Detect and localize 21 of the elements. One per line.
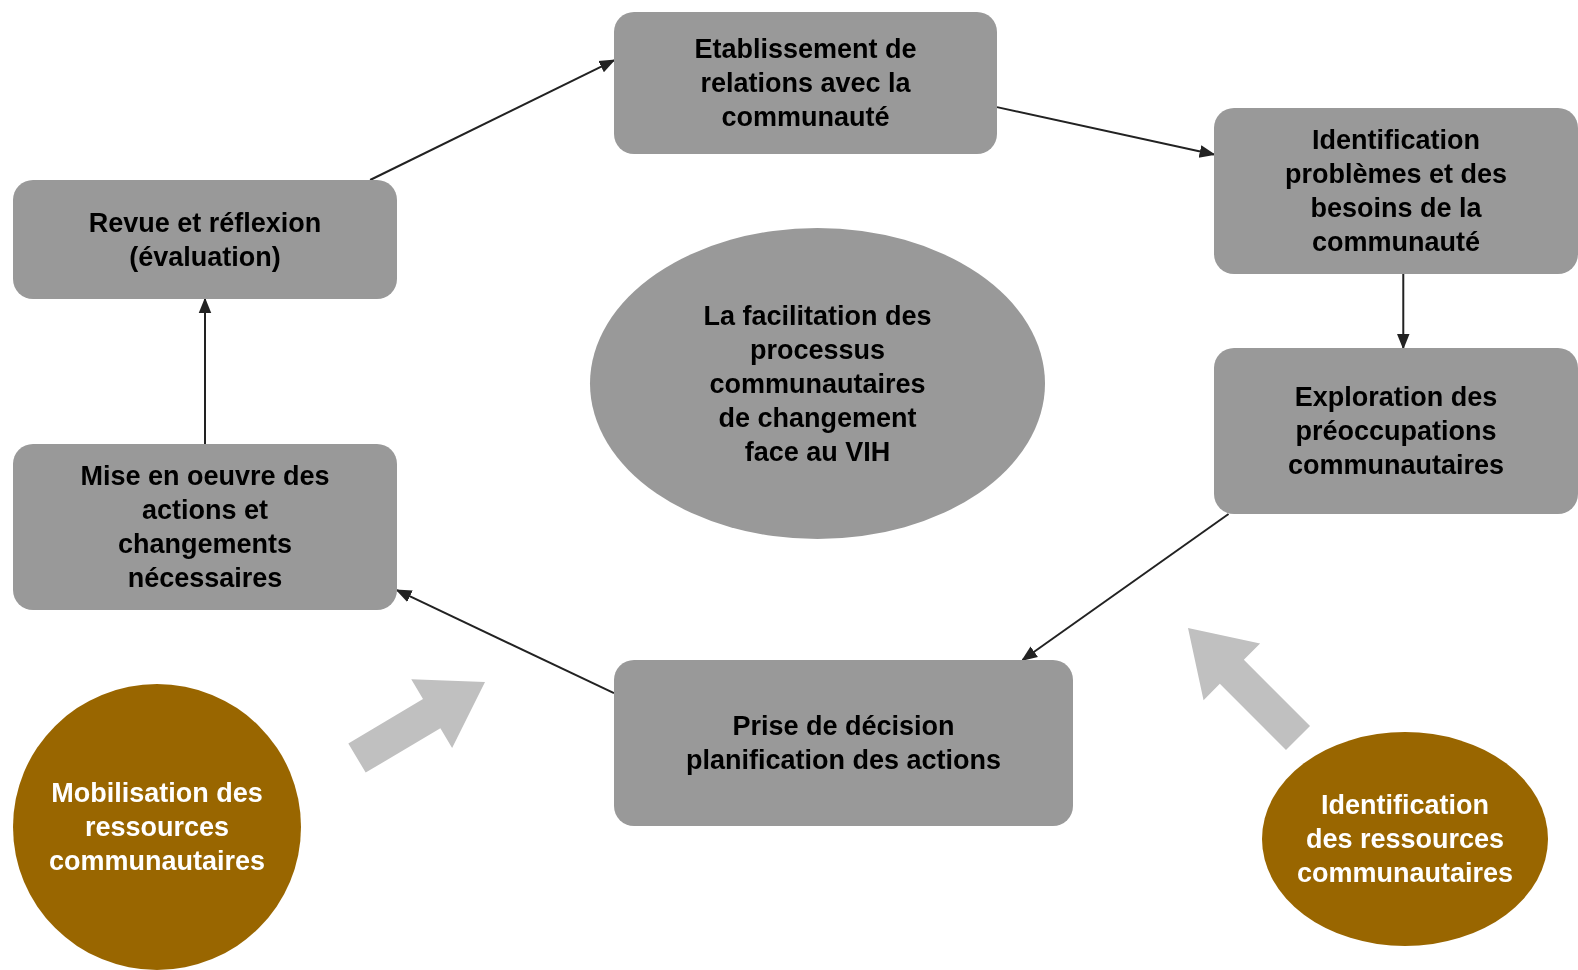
process-box [614,660,1073,826]
process-box [1214,108,1578,274]
node-label: Exploration des préoccupations communautaires [1286,381,1506,482]
arrow [1396,273,1410,350]
node-label: Identification des ressources communautaires [1296,789,1514,890]
process-box [13,444,397,610]
arrow [395,589,615,695]
arrow [1021,513,1230,661]
node-label: Revue et réflexion (évaluation) [87,206,323,274]
node-label: Mise en oeuvre des actions et changements nécessaires [79,460,331,595]
node-label: Prise de décision planification des actions [684,710,1003,777]
node-label: La facilitation des processus communautaires de changement face au VIH [702,299,933,469]
arrow [198,297,212,445]
node-label: Etablissement de relations avec la communauté [693,33,918,134]
node-label: Mobilisation des ressources communautaires [47,777,267,878]
process-box [614,12,997,154]
process-box [1214,348,1578,514]
arrow [369,59,616,181]
process-box [13,180,397,299]
arrow [996,106,1216,158]
node-label: Identification problèmes et des besoins de la communauté [1283,124,1509,259]
